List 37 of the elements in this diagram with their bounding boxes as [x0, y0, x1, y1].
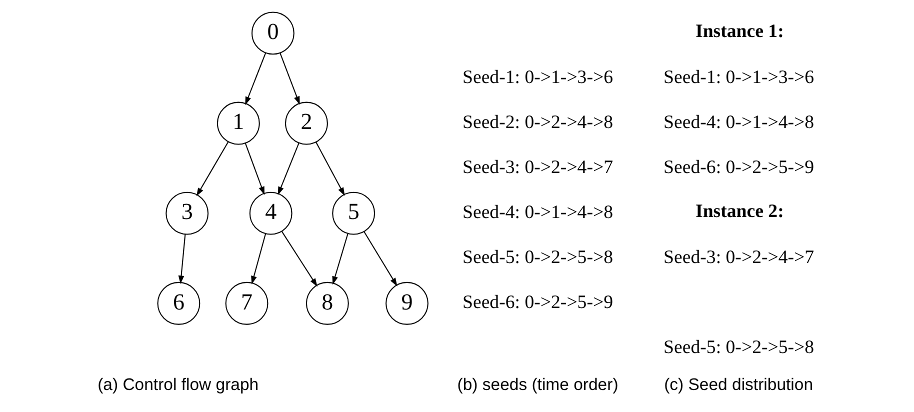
- label: Seed-1: 0->1->3->6: [462, 66, 614, 88]
- arrow: [280, 52, 300, 105]
- label: Seed-4: 0->1->4->8: [664, 112, 814, 133]
- arrow: [245, 52, 266, 106]
- label: Seed-6: 0->2->5->9: [462, 292, 614, 313]
- arrow: [332, 234, 348, 285]
- label: Instance 1:: [695, 20, 784, 42]
- node-circle: 5: [332, 192, 376, 235]
- label: (a) Control flow graph: [98, 375, 259, 394]
- label: Instance 2:: [695, 200, 784, 222]
- label: Seed-3: 0->2->4->7: [462, 156, 614, 178]
- label: Seed-3: 0->2->4->7: [664, 246, 814, 268]
- node-circle: 0: [252, 12, 294, 55]
- label: (c) Seed distribution: [664, 375, 814, 394]
- node-circle: 1: [216, 102, 260, 145]
- arrow: [251, 234, 266, 284]
- node-circle: 4: [249, 192, 292, 235]
- label: (b) seeds (time order): [457, 375, 618, 394]
- label: Seed-6: 0->2->5->9: [664, 156, 814, 178]
- arrow: [196, 141, 229, 196]
- arrow: [278, 142, 300, 196]
- label: Seed-5: 0->2->5->8: [664, 337, 814, 358]
- node-circle: 7: [225, 282, 268, 325]
- label: Seed-5: 0->2->5->8: [462, 246, 614, 268]
- node-circle: 2: [285, 102, 328, 145]
- node-circle: 9: [386, 282, 428, 325]
- node-circle: 8: [306, 282, 349, 325]
- arrow: [244, 143, 264, 196]
- label: Seed-4: 0->1->4->8: [462, 202, 614, 223]
- node-circle: 3: [166, 192, 209, 235]
- arrow: [178, 234, 186, 284]
- arrow: [364, 231, 398, 286]
- node-circle: 6: [157, 282, 200, 325]
- arrow: [316, 142, 345, 196]
- label: Seed-2: 0->2->4->8: [462, 112, 614, 133]
- arrow: [281, 231, 318, 287]
- label: Seed-1: 0->1->3->6: [664, 66, 814, 88]
